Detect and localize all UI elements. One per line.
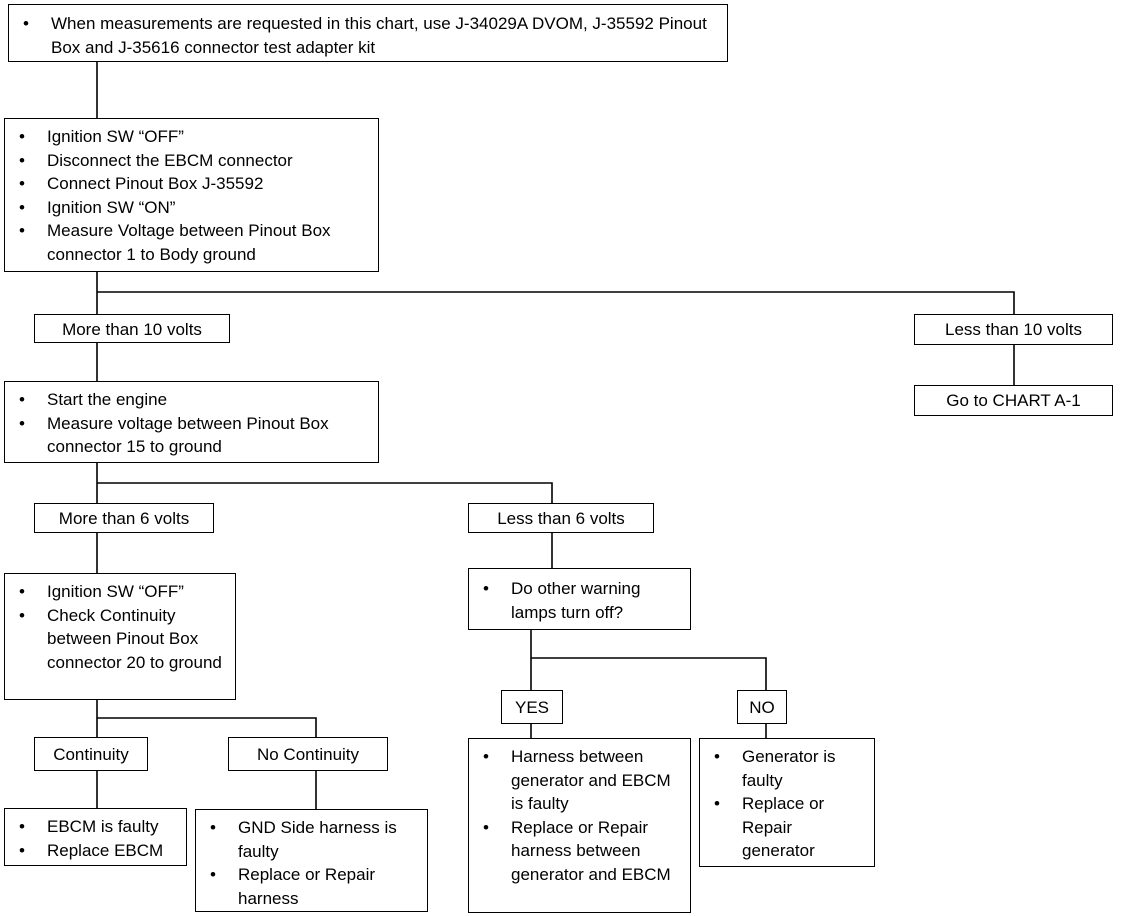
wire-branch-less6 <box>97 482 553 503</box>
wire-question-no <box>531 657 767 690</box>
step1-item: Disconnect the EBCM connector <box>13 149 370 173</box>
generator-faulty-item: Replace or Repair generator <box>708 792 866 863</box>
step3-box: Ignition SW “OFF” Check Continuity betwe… <box>4 573 236 700</box>
step3-list: Ignition SW “OFF” Check Continuity betwe… <box>13 580 227 674</box>
step3-item: Check Continuity between Pinout Box conn… <box>13 604 227 675</box>
intro-box: When measurements are requested in this … <box>8 4 728 62</box>
step2-item: Start the engine <box>13 388 370 412</box>
harness-faulty-item: Harness between generator and EBCM is fa… <box>477 745 682 816</box>
generator-faulty-box: Generator is faulty Replace or Repair ge… <box>699 738 875 867</box>
ebcm-faulty-item: Replace EBCM <box>13 839 178 863</box>
ebcm-faulty-list: EBCM is faulty Replace EBCM <box>13 815 178 862</box>
step1-item: Measure Voltage between Pinout Box conne… <box>13 219 370 266</box>
gnd-harness-faulty-item: Replace or Repair harness <box>204 863 419 910</box>
generator-faulty-list: Generator is faulty Replace or Repair ge… <box>708 745 866 863</box>
step3-item: Ignition SW “OFF” <box>13 580 227 604</box>
step1-box: Ignition SW “OFF” Disconnect the EBCM co… <box>4 118 379 272</box>
ebcm-faulty-box: EBCM is faulty Replace EBCM <box>4 808 187 866</box>
intro-item: When measurements are requested in this … <box>17 12 719 59</box>
warning-question-box: Do other warning lamps turn off? <box>468 568 691 630</box>
more-than-6-volts-label: More than 6 volts <box>34 503 214 533</box>
gnd-harness-faulty-box: GND Side harness is faulty Replace or Re… <box>195 809 428 912</box>
step2-list: Start the engine Measure voltage between… <box>13 388 370 459</box>
step1-item: Ignition SW “OFF” <box>13 125 370 149</box>
intro-list: When measurements are requested in this … <box>17 12 719 59</box>
step2-item: Measure voltage between Pinout Box conne… <box>13 412 370 459</box>
yes-label: YES <box>501 690 563 724</box>
harness-faulty-box: Harness between generator and EBCM is fa… <box>468 738 691 913</box>
step1-item: Connect Pinout Box J-35592 <box>13 172 370 196</box>
warning-question-item: Do other warning lamps turn off? <box>477 577 682 624</box>
gnd-harness-faulty-item: GND Side harness is faulty <box>204 816 419 863</box>
ebcm-faulty-item: EBCM is faulty <box>13 815 178 839</box>
less-than-6-volts-label: Less than 6 volts <box>468 503 654 533</box>
more-than-10-volts-label: More than 10 volts <box>34 314 230 343</box>
wire-step3-nocontinuity <box>97 717 317 737</box>
harness-faulty-item: Replace or Repair harness between genera… <box>477 816 682 887</box>
step1-list: Ignition SW “OFF” Disconnect the EBCM co… <box>13 125 370 266</box>
less-than-10-volts-label: Less than 10 volts <box>914 314 1113 345</box>
generator-faulty-item: Generator is faulty <box>708 745 866 792</box>
warning-question-list: Do other warning lamps turn off? <box>477 577 682 624</box>
step2-box: Start the engine Measure voltage between… <box>4 381 379 463</box>
gnd-harness-faulty-list: GND Side harness is faulty Replace or Re… <box>204 816 419 910</box>
wire-branch-less10 <box>97 291 1015 314</box>
step1-item: Ignition SW “ON” <box>13 196 370 220</box>
continuity-label: Continuity <box>34 737 148 771</box>
harness-faulty-list: Harness between generator and EBCM is fa… <box>477 745 682 886</box>
no-label: NO <box>737 690 787 724</box>
no-continuity-label: No Continuity <box>228 737 388 771</box>
goto-chart-a1-box: Go to CHART A-1 <box>914 385 1113 416</box>
